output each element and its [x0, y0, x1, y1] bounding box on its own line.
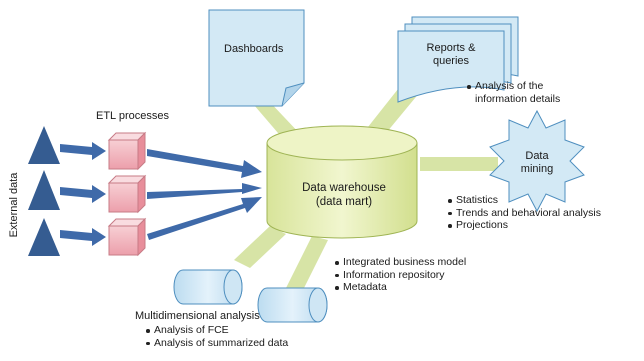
warehouse-bullet: Integrated business model — [334, 256, 466, 269]
data-mining-label-line2: mining — [520, 163, 554, 175]
warehouse-bullet: Information repository — [334, 269, 466, 282]
multidim-label: Multidimensional analysis — [135, 310, 260, 322]
multidim-bullet: Analysis of FCE — [145, 324, 288, 337]
warehouse-bullets: Integrated business model Information re… — [334, 256, 466, 294]
etl-label: ETL processes — [96, 110, 169, 122]
multidim-bullet: Analysis of summarized data — [145, 337, 288, 350]
reports-label-line2: queries — [432, 55, 470, 67]
etl-cube-1 — [107, 131, 147, 171]
etl-cube-3 — [107, 217, 147, 257]
warehouse-bullet: Metadata — [334, 281, 466, 294]
reports-bullets: Analysis of the information details — [466, 80, 597, 105]
dashboards-shape — [208, 9, 305, 107]
etl-cube-2 — [107, 174, 147, 214]
source-arrows — [60, 142, 106, 246]
data-mining-label-line1: Data — [525, 150, 549, 162]
reports-bullet: Analysis of the information details — [466, 80, 597, 105]
reports-label: Reports & queries — [416, 42, 486, 68]
multidim-bullets: Analysis of FCE Analysis of summarized d… — [145, 324, 288, 349]
data-mining-star — [489, 109, 585, 213]
connector-multidim-1 — [234, 226, 286, 268]
external-triangle-2 — [28, 170, 60, 210]
data-mining-label: Data mining — [512, 150, 562, 176]
etl-arrows — [147, 149, 262, 240]
connectors — [234, 84, 498, 292]
reports-label-line1: Reports & — [426, 42, 476, 54]
mining-bullet: Trends and behavioral analysis — [447, 207, 601, 220]
mining-bullets: Statistics Trends and behavioral analysi… — [447, 194, 601, 232]
mining-bullet: Projections — [447, 219, 601, 232]
etl-cubes — [107, 131, 147, 257]
warehouse-label: Data warehouse (data mart) — [294, 181, 394, 209]
warehouse-label-line1: Data warehouse — [302, 182, 386, 194]
multidim-cylinder-1 — [173, 269, 243, 305]
reports-shape — [397, 16, 519, 103]
external-triangle-3 — [28, 218, 60, 256]
external-triangle-1 — [28, 126, 60, 164]
dashboards-label: Dashboards — [224, 43, 284, 55]
warehouse-cylinder — [266, 125, 418, 239]
mining-bullet: Statistics — [447, 194, 601, 207]
connector-data-mining — [420, 157, 498, 171]
connector-multidim-2 — [286, 236, 328, 292]
multidim-cylinder-2 — [257, 287, 328, 323]
warehouse-label-line2: (data mart) — [315, 196, 373, 208]
external-sources — [28, 126, 60, 256]
connector-dashboards — [248, 98, 302, 140]
external-data-label: External data — [8, 172, 20, 238]
